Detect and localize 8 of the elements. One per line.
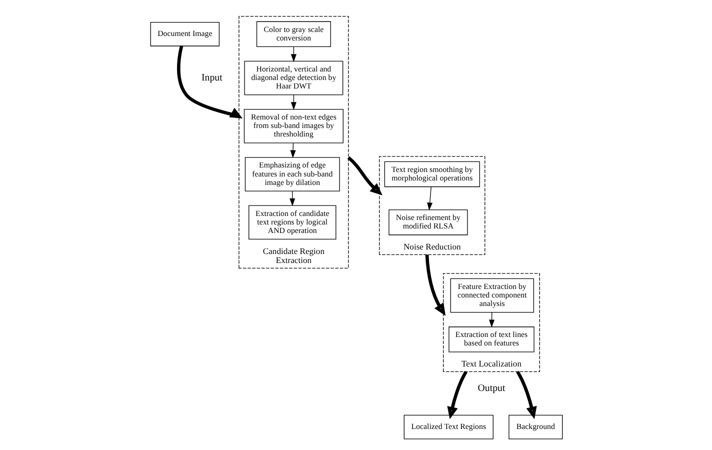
label: Output [477,383,505,394]
arrow [446,370,467,420]
label: Input [201,72,222,84]
arrow [424,254,446,316]
arrow [176,46,242,119]
arrow [516,370,536,420]
arrow [346,156,382,196]
arrow [426,186,432,211]
